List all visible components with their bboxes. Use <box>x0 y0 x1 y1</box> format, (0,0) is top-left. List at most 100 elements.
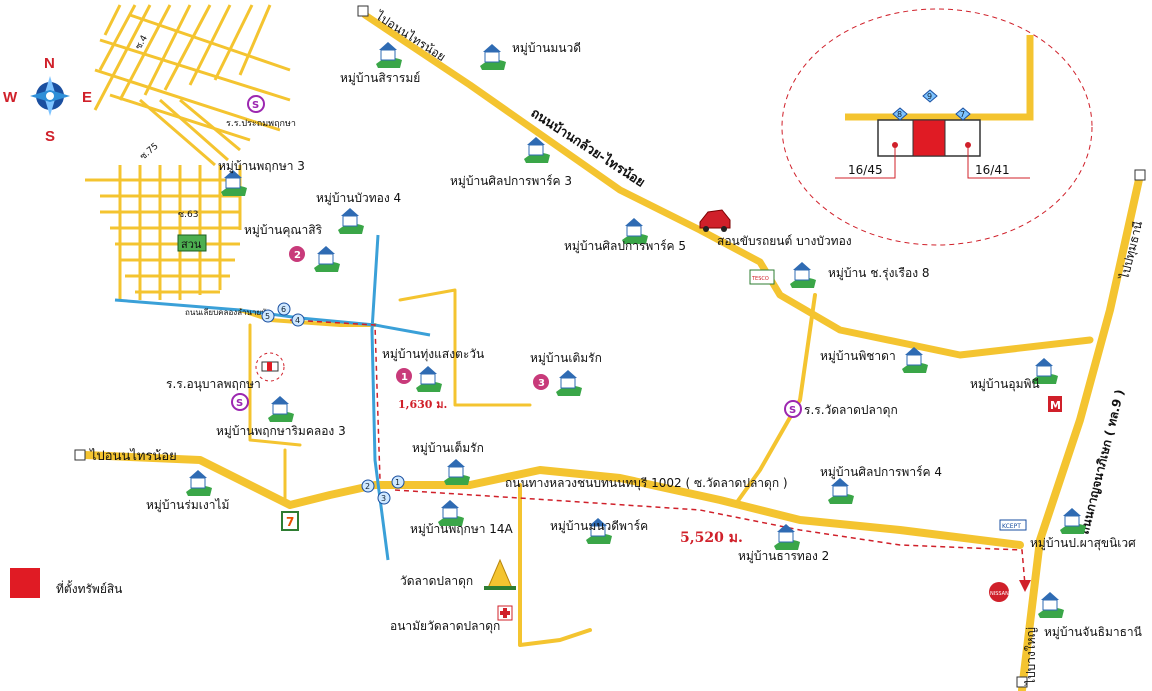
village-label: หมู่บ้านพฤกษา 14A <box>410 522 514 537</box>
svg-text:S: S <box>789 405 796 416</box>
house-icon <box>1032 358 1058 384</box>
road-bankluai-sainoi <box>361 11 1094 359</box>
compass-s: S <box>45 128 55 145</box>
svg-text:2: 2 <box>294 250 301 261</box>
inset-detail: 16/45 16/41 9 8 7 <box>781 8 1093 246</box>
village-label: หมู่บ้านมนวดีพาร์ค <box>550 519 648 534</box>
village-label: หมู่บ้านป.ผาสุขนิเวศ <box>1030 536 1136 551</box>
compass-e: E <box>82 89 92 106</box>
route-5520m <box>394 489 1026 586</box>
village-label: หมู่บ้านพิชาดา <box>820 349 896 364</box>
car-icon <box>699 209 731 232</box>
svg-text:NISSAN: NISSAN <box>990 591 1009 597</box>
legend-property-label: ที่ตั้งทรัพย์สิน <box>56 580 122 596</box>
village-label: หมู่บ้านศิลปการพาร์ค 3 <box>450 174 572 189</box>
compass-w: W <box>3 89 18 106</box>
road-marker-2-south: 2 <box>361 479 375 493</box>
village-label: หมู่บ้านมนวดี <box>512 41 581 56</box>
school-icon-anuban: S <box>231 393 249 411</box>
village-label: หมู่บ้านเต็มรัก <box>412 440 484 456</box>
village-label: หมู่บ้านอุมพินี <box>970 377 1040 392</box>
road-1002 <box>81 451 1024 549</box>
svg-text:3: 3 <box>538 378 545 389</box>
house-icon <box>338 208 364 234</box>
svg-text:7: 7 <box>960 110 965 119</box>
road-marker-5-north: 5 <box>261 309 275 323</box>
village-label: หมู่บ้านพฤกษา 3 <box>218 159 305 174</box>
house-icon <box>828 478 854 504</box>
canal-north-south <box>370 234 390 561</box>
road-marker-1-south: 1 <box>391 475 405 489</box>
garden-label: สวน <box>181 238 202 251</box>
house-icon <box>524 137 550 163</box>
house-icon <box>622 218 648 244</box>
soi-label-75: ซ.75 <box>139 142 161 163</box>
temple-icon <box>484 558 516 590</box>
house-icon <box>438 500 464 526</box>
village-label: หมู่บ้านเติมรัก <box>530 351 602 366</box>
to-sainoi-top-sign: ไปอนนไทรน้อย <box>357 5 448 64</box>
svg-text:5: 5 <box>265 312 270 321</box>
house-icon <box>556 370 582 396</box>
house-icon <box>774 524 800 550</box>
soi-grid <box>85 4 291 300</box>
svg-text:9: 9 <box>927 92 932 101</box>
distance-5520m: 5,520 ม. <box>680 530 743 546</box>
svg-text:M: M <box>1050 399 1061 412</box>
inset-plot-16-45: 16/45 <box>848 163 883 177</box>
school-icon-watlat: S <box>784 400 802 418</box>
routes <box>289 319 1026 586</box>
svg-text:S: S <box>236 398 243 409</box>
school-anuban-label: ร.ร.อนุบาลพฤกษา <box>166 377 261 392</box>
legend-property-swatch <box>10 568 40 598</box>
road-kanchanaphisek <box>1018 171 1144 691</box>
marker-3-termrak: 3 <box>533 374 549 390</box>
road-link-west <box>238 308 377 327</box>
villages-layer: หมู่บ้านมนวดีหมู่บ้านสิรารมย์หมู่บ้านพฤก… <box>146 41 1142 640</box>
house-icon <box>586 518 612 544</box>
soi-label-63: ซ.63 <box>178 210 198 220</box>
tesco-icon: TESCO <box>749 269 775 285</box>
house-icon <box>790 262 816 288</box>
to-pathum-sign: ไปปทุมธานี <box>1117 169 1146 282</box>
road-marker-3-south: 3 <box>377 491 391 505</box>
property-area-marker <box>255 352 285 382</box>
compass-n: N <box>44 55 55 72</box>
school-watlat-label: ร.ร.วัดลาดปลาดุก <box>804 403 898 418</box>
svg-text:3: 3 <box>381 494 386 503</box>
to-sainoi-left-sign: ไปอนนไทรน้อย <box>74 448 177 464</box>
school-icon-prathom: S <box>247 95 265 113</box>
svg-text:1: 1 <box>395 478 400 487</box>
house-icon <box>902 347 928 373</box>
main-roads <box>81 11 1144 691</box>
marker-2-khunasiri: 2 <box>289 246 305 262</box>
house-icon <box>314 246 340 272</box>
to-sainoi-left-label: ไปอนนไทรน้อย <box>89 448 177 464</box>
house-icon <box>268 396 294 422</box>
village-label: หมู่บ้านศิลปการพาร์ค 5 <box>564 239 686 254</box>
kcept-icon: KCEPT <box>999 519 1027 531</box>
svg-text:8: 8 <box>897 110 902 119</box>
village-label: หมู่บ้านร่มเงาไม้ <box>146 498 229 513</box>
numbered-markers: 2 1 3 <box>289 246 549 390</box>
inset-property-marker <box>912 119 946 157</box>
driving-school-label: สอนขับรถยนต์ บางบัวทอง <box>717 234 852 248</box>
highway-1002-label: ถนนทางหลวงชนบทนนทบุรี 1002 ( ซ.วัดลาดปลา… <box>505 476 788 491</box>
svg-text:4: 4 <box>295 316 300 325</box>
svg-text:TESCO: TESCO <box>751 276 769 282</box>
nissan-icon: NISSAN <box>989 582 1009 602</box>
route-1630m <box>289 319 381 481</box>
village-label: หมู่บ้าน ช.รุ่งเรือง 8 <box>828 266 930 281</box>
svg-text:1: 1 <box>401 372 408 383</box>
health-center-icon <box>497 605 513 621</box>
road-marker-6-north: 6 <box>277 302 291 316</box>
village-label: หมู่บ้านธารทอง 2 <box>738 549 829 564</box>
svg-text:S: S <box>252 100 259 111</box>
inset-marker-8: 8 <box>892 107 908 121</box>
village-label: หมู่บ้านศิลปการพาร์ค 4 <box>820 465 942 480</box>
marker-1-thungsaeng: 1 <box>396 368 412 384</box>
village-label: หมู่บ้านคุณาสิริ <box>244 223 323 238</box>
house-icon <box>1060 508 1086 534</box>
house-icon <box>416 366 442 392</box>
village-label: หมู่บ้านจันธิมาธานี <box>1044 625 1142 640</box>
